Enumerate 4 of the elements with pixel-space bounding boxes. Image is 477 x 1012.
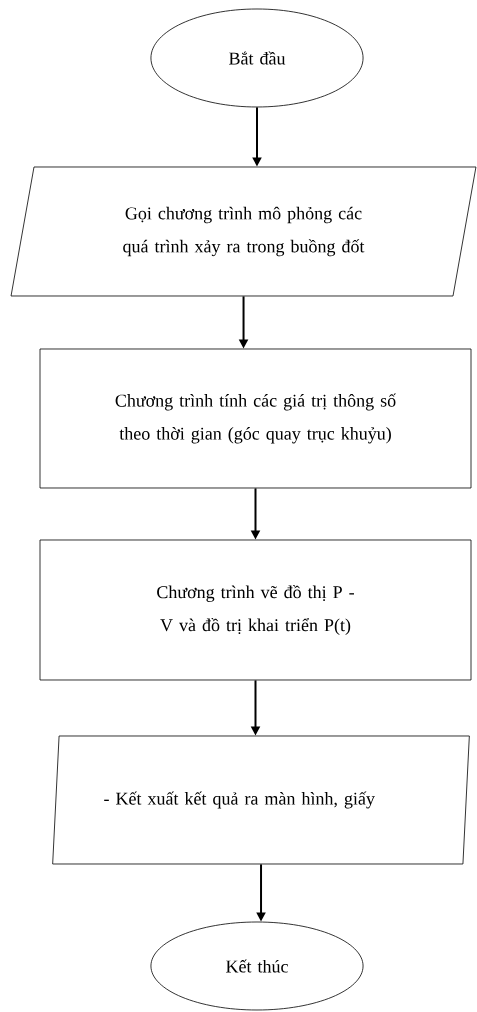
input-output-parallelogram: - Kết xuất kết quả ra màn hình, giấy: [52, 735, 470, 865]
input-output-parallelogram: Gọi chương trình mô phỏng các quá trình xảy ra trong buồng đốt: [10, 166, 477, 297]
process-box: Chương trình tính các giá trị thông số theo thời gian (góc quay trục khuỷu): [39, 348, 472, 489]
process-box: Chương trình vẽ đồ thị P - V và đồ trị khai triển P(t): [39, 539, 472, 681]
